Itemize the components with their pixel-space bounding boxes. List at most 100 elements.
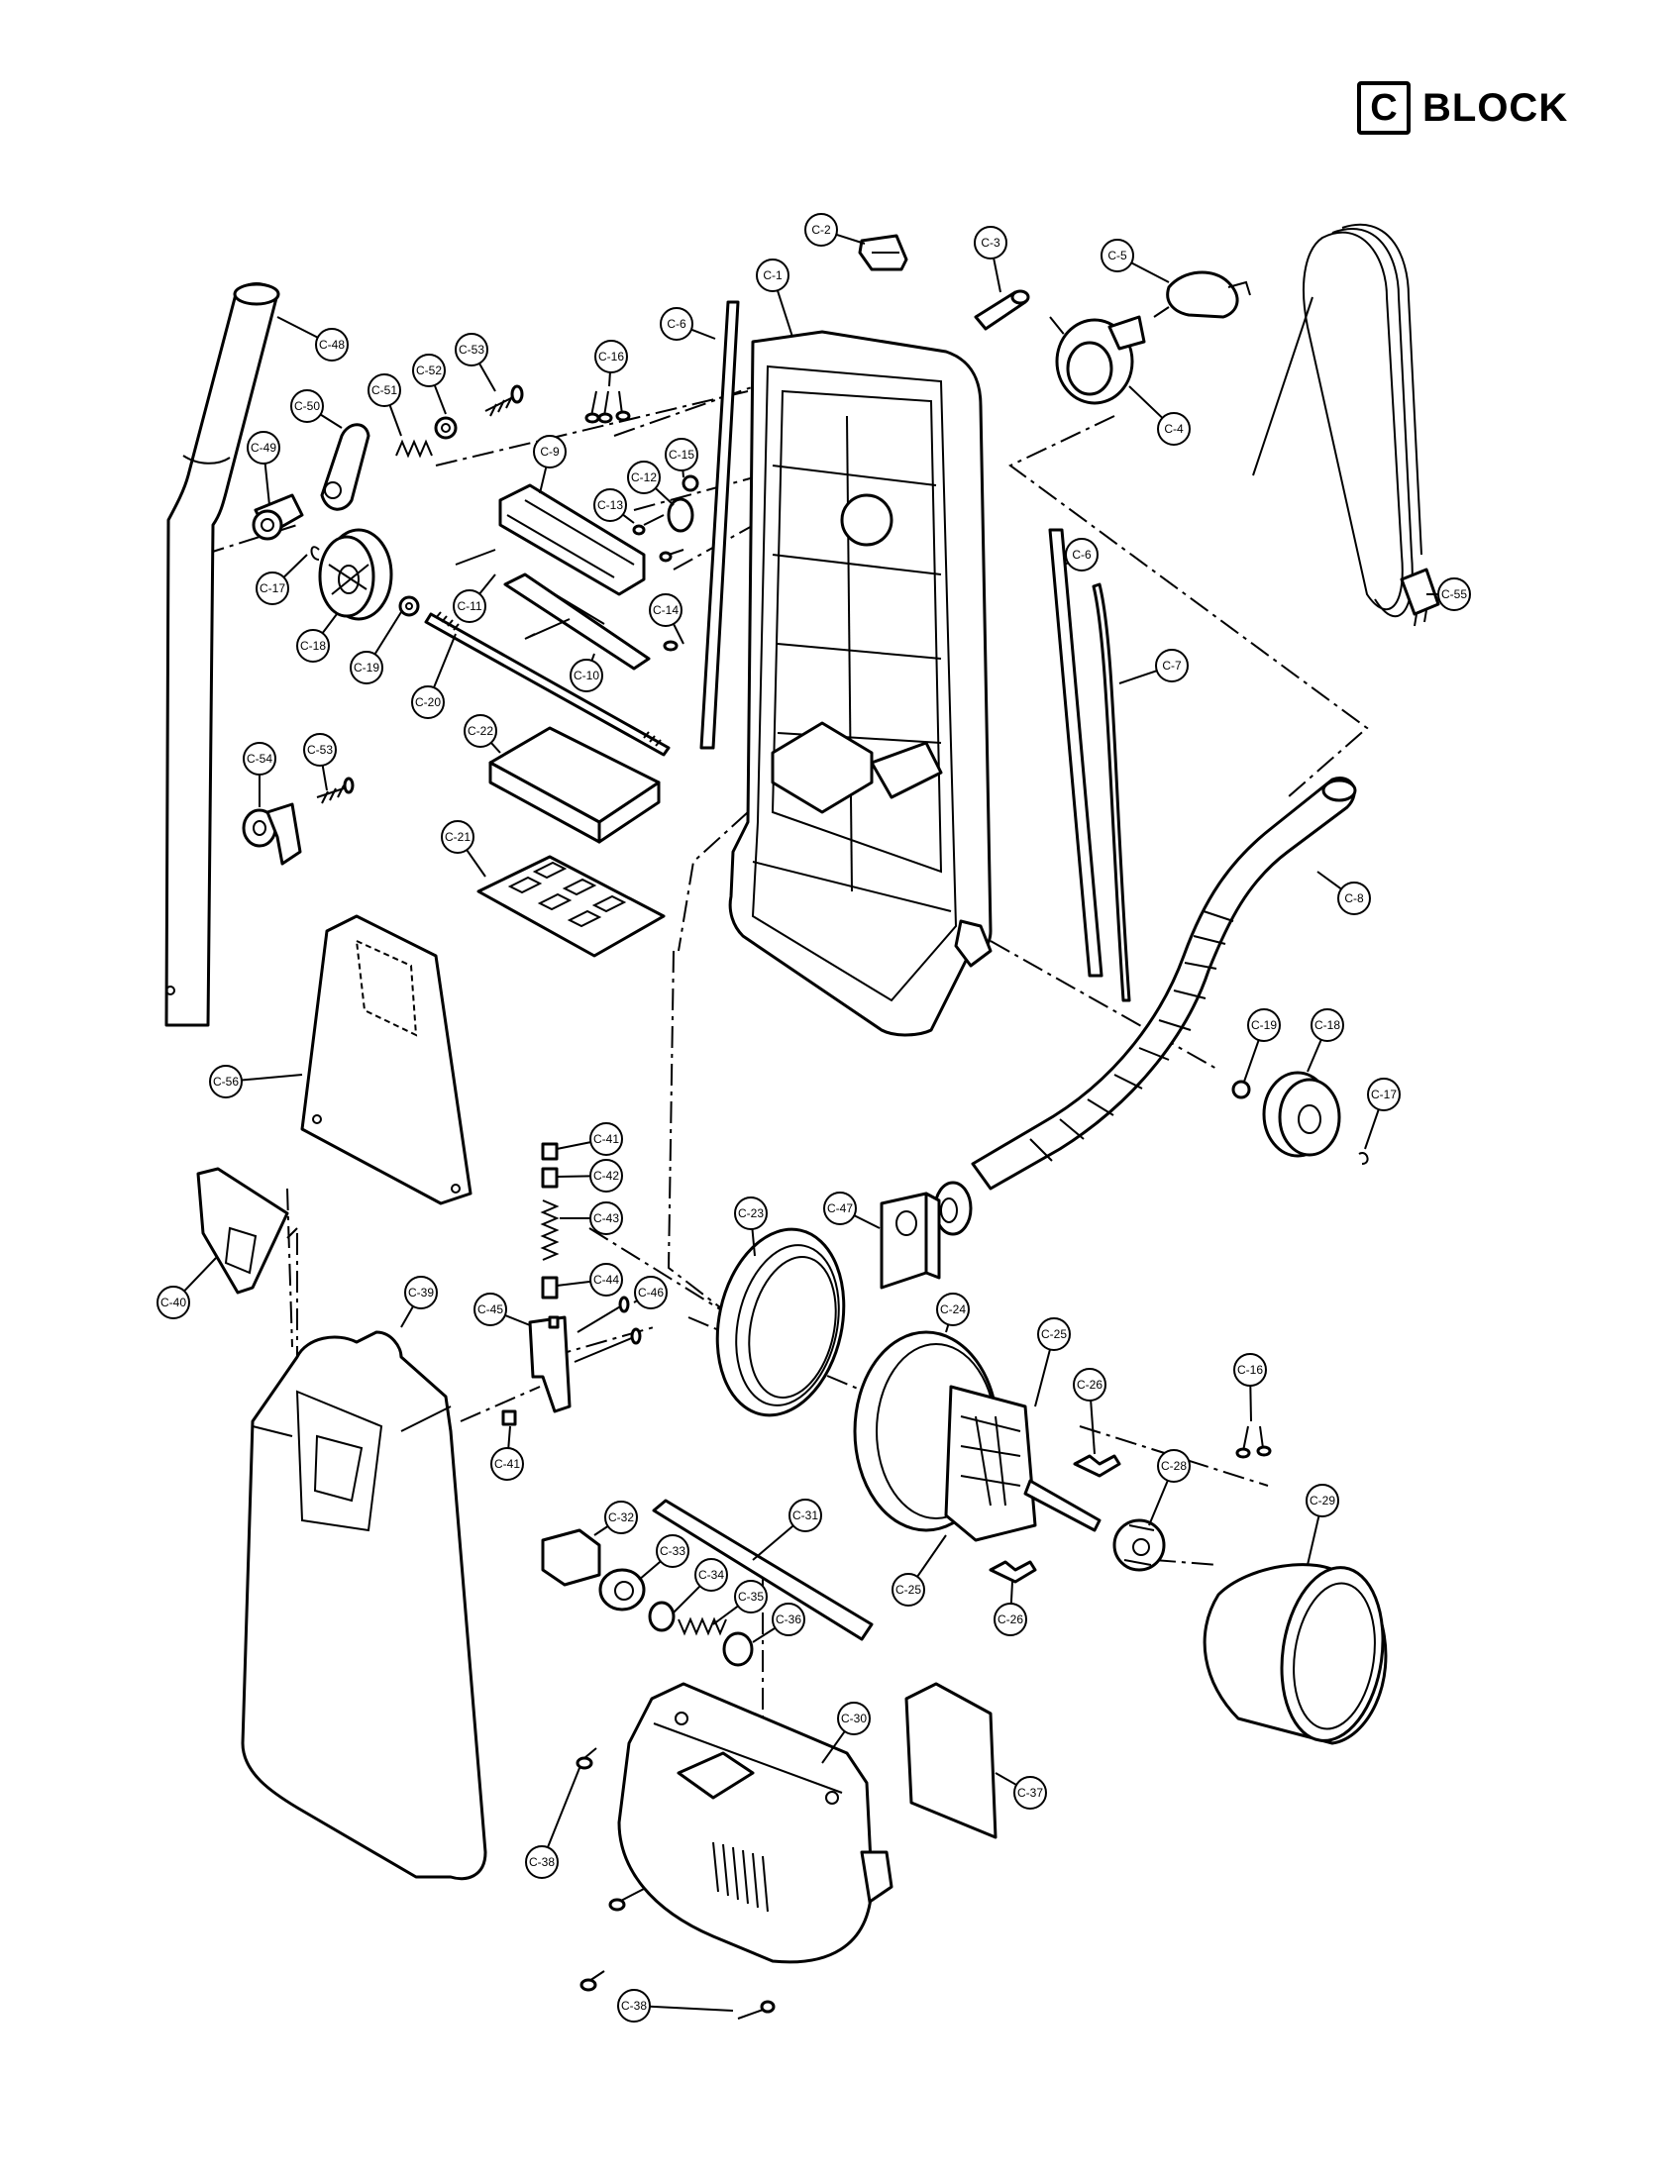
callout-label: C-11 — [457, 599, 481, 613]
callout-label: C-7 — [1162, 659, 1182, 673]
callout-label: C-34 — [698, 1568, 724, 1582]
callout-c17a: C-17 — [257, 555, 307, 604]
callout-label: C-25 — [895, 1583, 921, 1597]
motor-bracket-bottom — [991, 1562, 1035, 1582]
callout-c17b: C-17 — [1365, 1079, 1400, 1149]
callout-c26b: C-26 — [995, 1582, 1026, 1635]
callout-c4: C-4 — [1129, 386, 1190, 445]
screw-holder — [317, 779, 353, 803]
callout-label: C-46 — [638, 1286, 664, 1300]
callout-label: C-6 — [667, 317, 686, 331]
handle-clamp — [254, 495, 302, 539]
main-body-frame — [730, 332, 991, 1035]
callout-c46: C-46 — [634, 1277, 667, 1308]
callout-label: C-26 — [1077, 1378, 1102, 1392]
callout-label: C-2 — [811, 223, 831, 237]
callout-label: C-24 — [940, 1302, 966, 1316]
cord-ring — [1057, 317, 1144, 403]
callout-c10: C-10 — [571, 654, 602, 691]
callout-leader-line — [1119, 671, 1157, 683]
callout-label: C-43 — [593, 1211, 619, 1225]
callout-c7: C-7 — [1119, 650, 1188, 683]
callout-c32: C-32 — [594, 1502, 637, 1535]
callout-c25a: C-25 — [1035, 1318, 1070, 1406]
callout-leader-line — [836, 235, 865, 244]
callout-c24: C-24 — [937, 1294, 969, 1332]
callout-leader-line — [1011, 1582, 1012, 1604]
callout-leader-line — [1317, 872, 1341, 889]
callout-c20: C-20 — [412, 634, 456, 718]
filter-sheet — [906, 1684, 996, 1837]
callout-label: C-18 — [1314, 1018, 1340, 1032]
pivot-pin — [976, 291, 1028, 329]
callout-leader-line — [1250, 1386, 1251, 1421]
callout-label: C-16 — [1237, 1363, 1263, 1377]
callout-label: C-14 — [653, 603, 679, 617]
callout-leader-line — [491, 743, 500, 753]
callout-c44: C-44 — [557, 1264, 622, 1296]
callout-leader-line — [323, 766, 327, 790]
callout-leader-line — [682, 470, 683, 477]
callout-c48: C-48 — [277, 317, 348, 361]
axle-washer-left — [400, 597, 418, 615]
callout-label: C-37 — [1017, 1786, 1043, 1800]
screw-cluster-right — [1237, 1426, 1270, 1457]
callout-c47: C-47 — [824, 1193, 880, 1228]
callout-leader-line — [401, 1306, 413, 1327]
callout-label: C-3 — [981, 236, 1000, 250]
callout-leader-line — [623, 515, 634, 523]
callout-label: C-38 — [529, 1855, 555, 1869]
callout-c25b: C-25 — [892, 1535, 946, 1606]
callout-leader-line — [994, 259, 1000, 292]
callout-leader-line — [242, 1075, 302, 1081]
callout-c5: C-5 — [1102, 240, 1169, 282]
seal-strip-right — [1050, 530, 1102, 976]
callout-c13: C-13 — [594, 489, 634, 523]
callout-label: C-20 — [415, 695, 441, 709]
callout-label: C-8 — [1344, 891, 1364, 905]
callout-label: C-19 — [354, 661, 379, 675]
callout-leader-line — [917, 1535, 946, 1577]
callout-leader-line — [434, 634, 456, 687]
callout-leader-line — [996, 1773, 1016, 1785]
callout-label: C-23 — [738, 1206, 764, 1220]
callout-label: C-16 — [598, 350, 624, 364]
callout-leader-line — [946, 1324, 948, 1332]
cord-holder — [244, 804, 300, 864]
callout-c16b: C-16 — [1234, 1354, 1266, 1421]
callout-label: C-26 — [998, 1612, 1023, 1626]
callout-leader-line — [323, 614, 337, 633]
wheel-right — [1233, 1073, 1368, 1164]
callout-label: C-41 — [593, 1132, 619, 1146]
callout-leader-line — [609, 372, 610, 386]
callout-leader-line — [1244, 1040, 1259, 1082]
callout-leader-line — [591, 654, 594, 661]
front-cover — [243, 1332, 485, 1879]
cord-hook — [1154, 272, 1250, 317]
callout-c2: C-2 — [805, 214, 865, 246]
callout-c53b: C-53 — [304, 734, 336, 790]
motor-housing — [855, 1332, 1100, 1540]
callout-c26a: C-26 — [1074, 1369, 1105, 1454]
callout-leader-line — [479, 364, 495, 391]
callout-leader-line — [277, 317, 318, 338]
callout-leader-line — [374, 612, 401, 654]
callout-label: C-5 — [1107, 249, 1127, 262]
callout-c29: C-29 — [1307, 1485, 1338, 1565]
screw-top — [485, 386, 522, 416]
callout-c9: C-9 — [534, 436, 566, 493]
callout-c18b: C-18 — [1308, 1009, 1343, 1072]
filter-grille — [478, 857, 664, 956]
callout-label: C-28 — [1161, 1459, 1187, 1473]
motor-gasket — [701, 1217, 861, 1427]
callout-leader-line — [265, 464, 269, 505]
callout-label: C-22 — [468, 724, 493, 738]
callout-label: C-49 — [251, 441, 276, 455]
callout-leader-line — [508, 1426, 510, 1448]
callout-c38b: C-38 — [618, 1990, 733, 2022]
bezel-ring — [600, 1570, 644, 1610]
release-lever — [322, 425, 368, 509]
seal-strip-left — [701, 302, 738, 748]
